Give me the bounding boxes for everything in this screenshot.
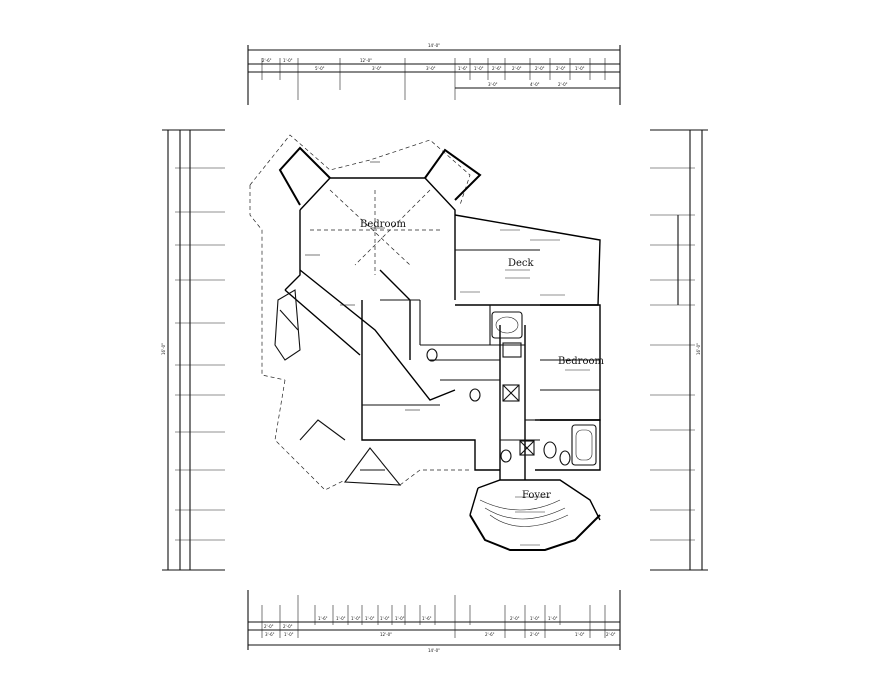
bottom-dimension-strings: 14'-0" 2'-0" 2'-0" 1'-6" 1'-0" 1'-0" 1'-… xyxy=(247,590,621,653)
bottom-dim-10: 2'-0" xyxy=(510,616,520,621)
bottom-dim-18: 1'-0" xyxy=(575,632,585,637)
top-dim-15: 4'-0" xyxy=(530,82,540,87)
bottom-dim-8: 1'-0" xyxy=(395,616,405,621)
gable-details xyxy=(274,289,402,486)
top-dim-5: 3'-0" xyxy=(426,66,436,71)
bottom-dim-2: 2'-0" xyxy=(283,624,293,629)
bottom-overall-dimension: 14'-0" xyxy=(428,648,440,653)
right-overall-dimension: 16'-0" xyxy=(696,343,701,355)
annotation-marks xyxy=(305,161,590,546)
top-dim-8: 2'-6" xyxy=(492,66,502,71)
bottom-dim-17: 2'-0" xyxy=(530,632,540,637)
left-dimension-strings: 16'-0" xyxy=(161,129,225,571)
bottom-dim-16: 2'-6" xyxy=(485,632,495,637)
room-label-foyer: Foyer xyxy=(522,490,551,501)
toilet-fixture xyxy=(426,348,571,466)
room-label-bedroom-1: Bedroom xyxy=(360,219,406,230)
left-overall-dimension: 16'-0" xyxy=(161,343,166,355)
top-dim-12: 1'-0" xyxy=(575,66,585,71)
top-dim-1: 2'-6" xyxy=(262,58,272,63)
top-dim-9: 2'-0" xyxy=(512,66,522,71)
closet-boxes xyxy=(502,342,535,456)
interior-walls xyxy=(362,249,600,441)
top-dimension-strings: 14'-0" 2'-6" 1'-0" 5'-0" 3'-0" 3'-0" 1'-… xyxy=(247,43,621,105)
top-dim-10: 2'-0" xyxy=(535,66,545,71)
bottom-dim-19: 2'-0" xyxy=(606,632,616,637)
bathtub-fixture xyxy=(491,311,523,339)
roof-outline xyxy=(249,134,471,491)
bedroom-ceiling-lines xyxy=(310,189,440,275)
top-dim-7: 1'-0" xyxy=(474,66,484,71)
top-overall-dimension: 14'-0" xyxy=(428,43,440,48)
bottom-dim-12: 1'-0" xyxy=(548,616,558,621)
foyer-stairs xyxy=(479,499,569,527)
top-dim-16: 2'-0" xyxy=(558,82,568,87)
bottom-dim-15: 12'-0" xyxy=(380,632,392,637)
top-dim-14: 3'-0" xyxy=(488,82,498,87)
bathtub-fixture-2 xyxy=(571,424,597,466)
bottom-dim-1: 2'-0" xyxy=(264,624,274,629)
top-dim-6: 1'-6" xyxy=(458,66,468,71)
bottom-dim-6: 1'-0" xyxy=(365,616,375,621)
top-dim-3: 5'-0" xyxy=(315,66,325,71)
room-label-deck: Deck xyxy=(508,258,535,269)
bottom-dim-14: 1'-0" xyxy=(284,632,294,637)
bottom-dim-7: 1'-0" xyxy=(380,616,390,621)
top-dim-4: 3'-0" xyxy=(372,66,382,71)
top-dim-11: 2'-0" xyxy=(556,66,566,71)
bottom-dim-5: 1'-0" xyxy=(351,616,361,621)
top-dim-2: 1'-0" xyxy=(283,58,293,63)
bottom-dim-13: 3'-6" xyxy=(265,632,275,637)
room-label-bedroom-2: Bedroom xyxy=(558,356,604,367)
bottom-dim-11: 1'-0" xyxy=(530,616,540,621)
bottom-dim-4: 1'-0" xyxy=(336,616,346,621)
right-dimension-strings: 16'-0" xyxy=(650,129,708,571)
bottom-dim-3: 1'-6" xyxy=(318,616,328,621)
top-dim-13: 12'-0" xyxy=(360,58,372,63)
exterior-walls xyxy=(278,146,601,551)
bottom-dim-9: 1'-6" xyxy=(422,616,432,621)
